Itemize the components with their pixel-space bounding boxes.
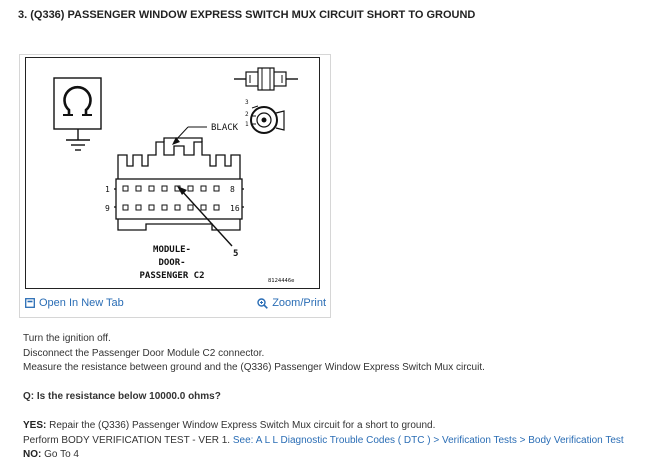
verification-line: Perform BODY VERIFICATION TEST - VER 1. … <box>23 434 648 449</box>
pin-1-label: 1 <box>105 185 110 194</box>
verification-prefix: Perform BODY VERIFICATION TEST - VER 1. <box>23 434 231 446</box>
figure-code: 8124446e <box>268 278 295 284</box>
instructions: Turn the ignition off. Disconnect the Pa… <box>23 332 643 376</box>
pin-5-leader-arrow <box>177 186 233 247</box>
magnifier-icon <box>257 297 269 309</box>
instruction-line: Turn the ignition off. <box>23 333 111 344</box>
crumb-separator: > <box>433 434 440 446</box>
connector-plug-icon <box>234 67 298 91</box>
instruction-line: Disconnect the Passenger Door Module C2 … <box>23 347 265 359</box>
no-answer: NO: Go To 4 <box>23 448 648 463</box>
no-text: Go To 4 <box>44 449 79 460</box>
round-connector-icon <box>250 105 285 134</box>
yes-text: Repair the (Q336) Passenger Window Expre… <box>49 420 436 431</box>
open-new-tab-link[interactable]: Open In New Tab <box>25 297 124 309</box>
yes-label: YES: <box>23 420 47 431</box>
pin-5-label: 5 <box>233 249 238 259</box>
black-leader-arrow <box>172 126 207 145</box>
crumb-separator: > <box>519 434 526 446</box>
crumb-body-verification-test-link[interactable]: Body Verification Test <box>528 434 624 446</box>
step-title: 3. (Q336) PASSENGER WINDOW EXPRESS SWITC… <box>18 9 476 21</box>
no-label: NO: <box>23 449 42 460</box>
answers: YES: Repair the (Q336) Passenger Window … <box>23 419 648 463</box>
connector-diagram[interactable]: 3 2 1 BLACK <box>25 57 320 289</box>
color-label-black: BLACK <box>211 123 239 133</box>
instruction-line: Measure the resistance between ground an… <box>23 362 485 373</box>
crumb-verification-tests-link[interactable]: Verification Tests <box>441 434 517 446</box>
yes-answer: YES: Repair the (Q336) Passenger Window … <box>23 419 648 434</box>
caption-line-3: PASSENGER C2 <box>139 271 204 281</box>
pin-9-label: 9 <box>105 204 110 213</box>
crumb-dtc-link[interactable]: A L L Diagnostic Trouble Codes ( DTC ) <box>255 434 431 446</box>
ohmmeter-icon <box>53 77 102 151</box>
open-tab-icon <box>25 298 35 308</box>
pin-16-label: 16 <box>230 204 240 213</box>
pin-row-top <box>122 185 220 192</box>
see-link[interactable]: See: <box>232 434 254 446</box>
caption-line-1: MODULE- <box>153 245 191 255</box>
figure-panel: 3 2 1 BLACK <box>19 54 331 318</box>
diagram-svg: 3 2 1 BLACK <box>53 67 298 284</box>
zoom-print-label: Zoom/Print <box>272 297 326 309</box>
side-pin-1-label: 1 <box>245 121 249 128</box>
zoom-print-link[interactable]: Zoom/Print <box>257 297 326 309</box>
connector-c2-body <box>114 137 244 231</box>
side-pin-2-label: 2 <box>245 111 249 118</box>
caption-line-2: DOOR- <box>158 258 185 268</box>
pin-row-bottom <box>122 204 220 211</box>
open-new-tab-label: Open In New Tab <box>39 297 124 309</box>
pin-8-label: 8 <box>230 185 235 194</box>
question-text: Q: Is the resistance below 10000.0 ohms? <box>23 391 221 402</box>
side-pin-3-label: 3 <box>245 99 249 106</box>
